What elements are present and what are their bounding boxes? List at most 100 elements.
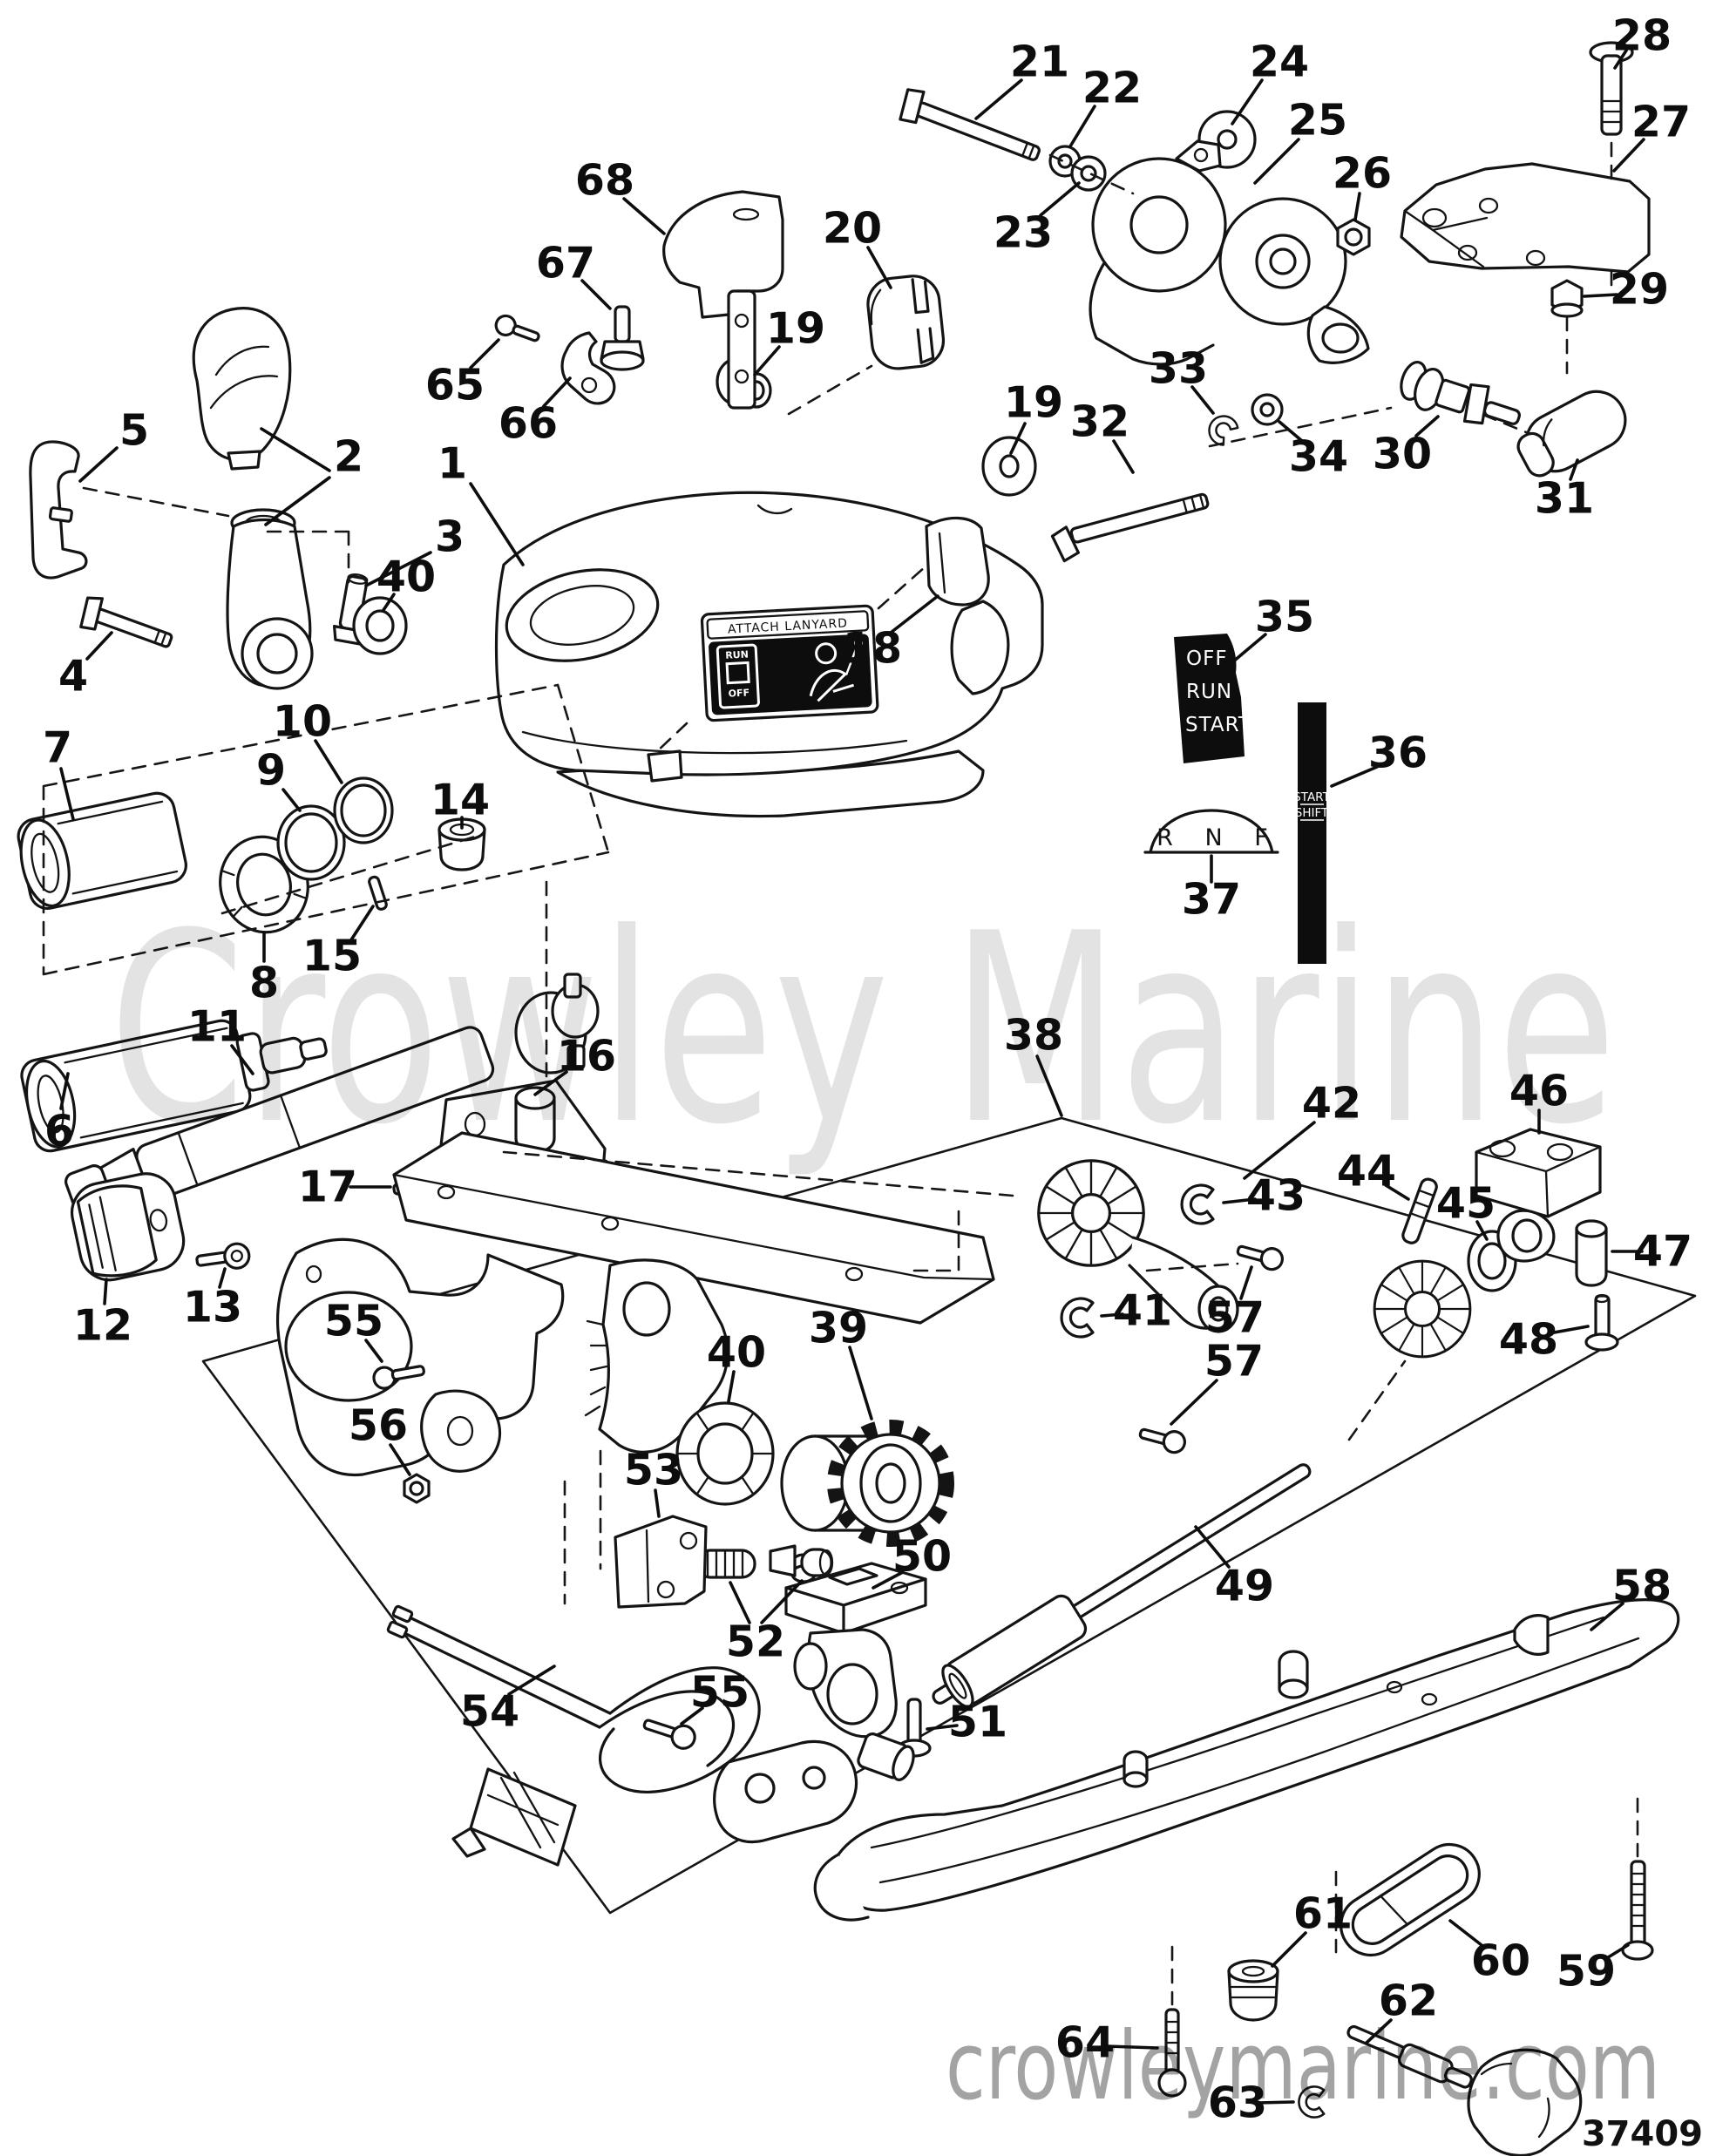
svg-text:56: 56 (349, 1401, 408, 1451)
callout-28: 28 (1612, 11, 1672, 70)
svg-text:1: 1 (437, 439, 467, 489)
svg-text:51: 51 (948, 1698, 1007, 1747)
part-46-block (1475, 1128, 1602, 1263)
svg-text:44: 44 (1337, 1147, 1396, 1197)
part-30-stud (1400, 361, 1521, 425)
callout-26: 26 (1333, 149, 1392, 221)
svg-text:62: 62 (1379, 1976, 1438, 2026)
svg-text:10: 10 (273, 697, 332, 747)
svg-text:31: 31 (1535, 474, 1594, 524)
svg-text:61: 61 (1293, 1889, 1353, 1939)
callout-68: 68 (575, 156, 666, 235)
svg-text:28: 28 (1612, 11, 1672, 61)
part-26-nut (1336, 218, 1371, 256)
svg-text:53: 53 (624, 1446, 683, 1495)
svg-text:65: 65 (425, 361, 485, 410)
svg-text:9: 9 (256, 746, 286, 796)
part-18-flap (925, 516, 990, 607)
svg-text:39: 39 (809, 1304, 868, 1353)
svg-text:14: 14 (431, 776, 490, 825)
callout-17: 17 (298, 1163, 392, 1212)
svg-text:66: 66 (499, 399, 558, 449)
callout-19: 19 (1004, 378, 1063, 455)
callout-40: 40 (376, 553, 436, 612)
svg-text:33: 33 (1149, 344, 1208, 394)
callout-36: 36 (1330, 729, 1428, 788)
callout-65: 65 (425, 338, 500, 410)
svg-text:2: 2 (334, 432, 363, 482)
decal-off-text: OFF (1186, 647, 1228, 670)
svg-text:52: 52 (726, 1617, 785, 1667)
part-2-shift-knob (192, 307, 314, 690)
part-64-screw (1157, 2008, 1187, 2098)
callout-31: 31 (1535, 458, 1594, 524)
part-41-eclip (1060, 1297, 1095, 1339)
part-14-bushing (437, 817, 486, 871)
callout-22: 22 (1068, 64, 1142, 148)
part-19-washer (981, 436, 1037, 497)
part-23-washer (1070, 155, 1107, 192)
part-4-bolt (79, 596, 173, 648)
operator-icon (815, 642, 838, 665)
callout-16: 16 (533, 1032, 616, 1096)
callout-27: 27 (1612, 98, 1691, 173)
svg-text:40: 40 (707, 1328, 766, 1378)
callout-19: 19 (753, 304, 825, 376)
part-60-pad (1340, 1842, 1481, 1957)
callout-34: 34 (1278, 420, 1348, 482)
decal-layer: ATTACH LANYARD RUN OFF OFF RUN START STA… (700, 604, 1331, 964)
callout-29: 29 (1583, 265, 1669, 315)
callout-13: 13 (183, 1267, 242, 1332)
svg-text:30: 30 (1373, 430, 1432, 479)
part-21-bolt (899, 88, 1041, 161)
decal-36-start-shift-strip: START SHIFT (1293, 702, 1331, 964)
callout-6: 6 (44, 1072, 74, 1156)
svg-text:59: 59 (1557, 1947, 1616, 1997)
part-31-cap (1516, 390, 1627, 478)
part-44-pin (1401, 1177, 1438, 1244)
callout-49: 49 (1194, 1525, 1274, 1611)
callout-48: 48 (1499, 1315, 1590, 1365)
decal-start-text: START (1185, 714, 1251, 736)
callout-54: 54 (460, 1664, 556, 1737)
svg-text:6: 6 (44, 1107, 74, 1156)
callout-53: 53 (624, 1446, 683, 1518)
svg-text:35: 35 (1255, 593, 1314, 642)
svg-text:5: 5 (119, 406, 149, 456)
svg-text:16: 16 (557, 1032, 616, 1081)
callout-14: 14 (431, 776, 490, 830)
rnf-text: R N F (1156, 824, 1280, 851)
svg-text:21: 21 (1010, 37, 1069, 87)
svg-text:29: 29 (1610, 265, 1669, 315)
attach-lanyard-label: ATTACH LANYARD RUN OFF (700, 604, 879, 722)
svg-text:3: 3 (435, 512, 465, 562)
svg-text:43: 43 (1246, 1171, 1306, 1221)
svg-text:32: 32 (1070, 397, 1129, 447)
callout-45: 45 (1436, 1179, 1496, 1241)
svg-text:12: 12 (73, 1301, 132, 1351)
callout-50: 50 (872, 1532, 952, 1590)
strip-start-text: START (1293, 790, 1330, 804)
part-57-screw-lower (1138, 1427, 1186, 1454)
part-38-mount-plate (275, 1131, 995, 1477)
callout-40: 40 (707, 1328, 766, 1403)
part-57-screw-upper (1236, 1244, 1284, 1271)
part-47-bushing (1575, 1219, 1608, 1287)
callout-67: 67 (536, 239, 612, 310)
svg-text:4: 4 (58, 652, 88, 702)
svg-text:60: 60 (1471, 1936, 1530, 1986)
callout-23: 23 (994, 181, 1081, 258)
part-6-grip-tube (20, 1019, 328, 1153)
svg-text:45: 45 (1436, 1179, 1496, 1229)
part-29-nut (1550, 279, 1584, 318)
svg-text:23: 23 (994, 208, 1053, 258)
callout-52: 52 (726, 1579, 804, 1667)
part-55-screw-lower (642, 1719, 696, 1750)
svg-text:57: 57 (1205, 1293, 1265, 1343)
part-61-grommet (1227, 1959, 1279, 2022)
callout-15: 15 (302, 905, 375, 981)
part-53-bracket (614, 1515, 708, 1609)
part-68-bracket (662, 190, 784, 410)
